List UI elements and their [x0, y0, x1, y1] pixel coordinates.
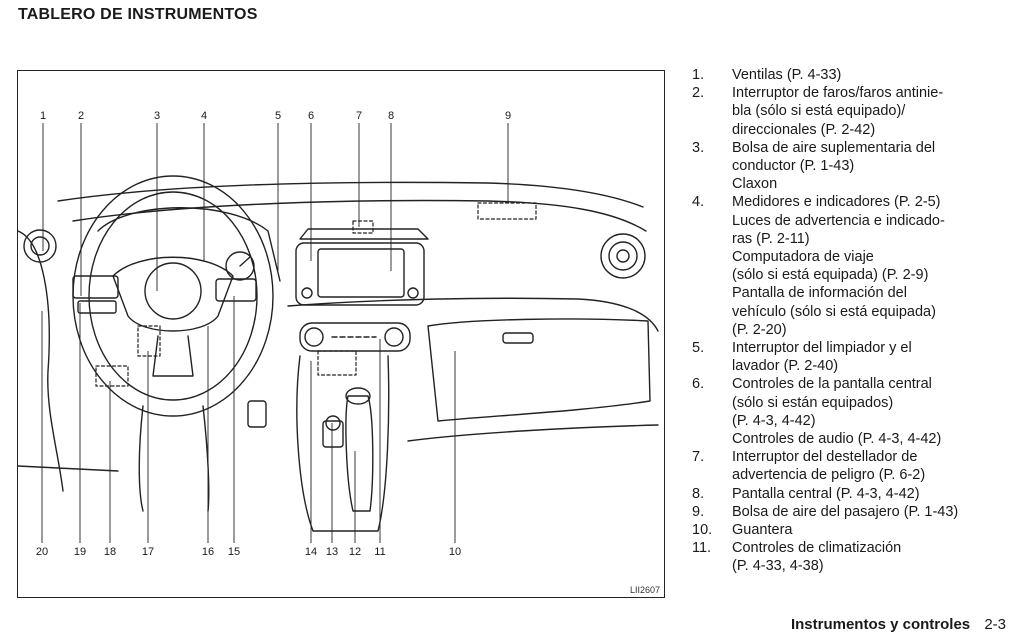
steering-hub [112, 256, 234, 332]
gauge-right [225, 251, 255, 281]
legend-item-text: Computadora de viaje [732, 249, 874, 266]
dashboard-illustration: 1 2 3 4 5 6 7 8 9 20 19 18 17 16 15 14 1… [17, 70, 665, 598]
legend-item-text: conductor (P. 1-43) [732, 158, 855, 175]
legend-item-number: 2. [692, 85, 705, 102]
figure-code: LII2607 [629, 585, 660, 595]
callout-16: 16 [202, 546, 214, 558]
legend-item-text: Medidores e indicadores (P. 2-5) [732, 194, 941, 211]
page-footer: Instrumentos y controles 2-3 [791, 616, 1006, 633]
dash-upper-edge [72, 199, 647, 232]
legend-item: 8. Pantalla central (P. 4-3, 4-42) [692, 485, 1012, 503]
callout-18: 18 [104, 546, 116, 558]
callout-11: 11 [374, 546, 385, 558]
legend-item-text: Bolsa de aire del pasajero (P. 1-43) [732, 503, 959, 520]
callout-17: 17 [142, 546, 154, 558]
dashboard-drawing: 1 2 3 4 5 6 7 8 9 20 19 18 17 16 15 14 1… [18, 110, 659, 558]
legend-item: 10. Guantera [692, 521, 1012, 539]
right-vent [600, 233, 646, 279]
steering-wheel-inner [88, 191, 258, 401]
legend-item-text: Pantalla central (P. 4-3, 4-42) [732, 485, 920, 502]
legend-item-text: Interruptor del limpiador y el [732, 340, 912, 357]
callout-3: 3 [154, 110, 160, 122]
legend-item-text: bla (sólo si está equipado)/ [732, 103, 906, 120]
legend-item-number: 4. [692, 194, 705, 211]
legend-item: 6. Controles de la pantalla central(sólo … [692, 375, 1012, 448]
legend-item-text: (sólo si están equipados) [732, 394, 894, 411]
callout-14: 14 [305, 546, 317, 558]
callout-19: 19 [74, 546, 86, 558]
legend-item-text: lavador (P. 2-40) [732, 358, 839, 375]
center-display [295, 242, 425, 306]
legend-item: 9. Bolsa de aire del pasajero (P. 1-43) [692, 503, 1012, 521]
legend-item: 11. Controles de climatización(P. 4-33, 4… [692, 539, 1012, 575]
callout-5: 5 [275, 110, 281, 122]
legend-item-text: (P. 4-33, 4-38) [732, 558, 824, 575]
legend-item-number: 10. [692, 522, 713, 539]
callout-20: 20 [36, 546, 48, 558]
steering-wheel-outer [72, 175, 274, 417]
legend-item-text: Luces de advertencia e indicado- [732, 212, 945, 229]
legend-item-text: Controles de audio (P. 4-3, 4-42) [732, 431, 942, 448]
legend-item-text: Guantera [732, 522, 793, 539]
dash-lower-edge [287, 297, 659, 332]
legend-item-text: Ventilas (P. 4-33) [732, 67, 842, 83]
legend-item-text: Pantalla de información del [732, 285, 907, 302]
legend-item-number: 1. [692, 67, 705, 83]
callout-13: 13 [326, 546, 338, 558]
callout-8: 8 [388, 110, 394, 122]
legend-item-text: (P. 4-3, 4-42) [732, 412, 816, 429]
callout-6: 6 [308, 110, 314, 122]
legend-item-text: Interruptor de faros/faros antinie- [732, 85, 944, 102]
legend-item-number: 5. [692, 340, 705, 357]
start-button [325, 415, 341, 431]
callout-12: 12 [349, 546, 361, 558]
climate-panel [299, 322, 411, 352]
callout-2: 2 [78, 110, 84, 122]
steering-column [138, 405, 210, 512]
legend-item-number: 3. [692, 139, 705, 156]
legend-item-text: advertencia de peligro (P. 6-2) [732, 467, 926, 484]
legend-item-text: Controles de climatización [732, 540, 902, 557]
legend-item: 3. Bolsa de aire suplementaria del conduct… [692, 139, 1012, 194]
glovebox [427, 318, 651, 422]
legend-list: 1. Ventilas (P. 4-33) 2. Interruptor de far… [692, 66, 1012, 576]
legend-item: 1. Ventilas (P. 4-33) [692, 66, 1012, 84]
callout-10: 10 [449, 546, 461, 558]
legend-item-number: 7. [692, 449, 705, 466]
legend-item-number: 9. [692, 503, 705, 520]
legend-item: 2. Interruptor de faros/faros antinie-bla… [692, 84, 1012, 139]
legend-item-number: 11. [692, 540, 712, 557]
legend-item-text: vehículo (sólo si está equipada) [732, 303, 936, 320]
legend-item-text: (P. 2-20) [732, 321, 787, 338]
left-vent [23, 229, 57, 263]
callout-1: 1 [40, 110, 46, 122]
callout-4: 4 [201, 110, 207, 122]
legend-item-text: Interruptor del destellador de [732, 449, 918, 466]
callout-15: 15 [228, 546, 240, 558]
legend-item-text: (sólo si está equipada) (P. 2-9) [732, 267, 929, 284]
legend-item-text: Bolsa de aire suplementaria del [732, 139, 936, 156]
legend-item-number: 6. [692, 376, 705, 393]
page-title: TABLERO DE INSTRUMENTOS [18, 6, 258, 23]
callout-9: 9 [505, 110, 511, 122]
gear-lever [345, 395, 374, 512]
center-console [296, 355, 390, 532]
dash-top-outline [57, 181, 644, 208]
footer-section-title: Instrumentos y controles [790, 616, 971, 633]
cluster-hood [97, 207, 281, 282]
legend-item-text: direccionales (P. 2-42) [732, 121, 876, 138]
page-number: 2-3 [984, 616, 1006, 633]
legend-item-number: 8. [692, 485, 705, 502]
legend-item-text: Controles de la pantalla central [732, 376, 932, 393]
legend-item-text: ras (P. 2-11) [732, 230, 810, 247]
callout-7: 7 [356, 110, 362, 122]
left-door [18, 230, 64, 492]
legend-item: 4. Medidores e indicadores (P. 2-5)Luces … [692, 193, 1012, 339]
legend-item-text: Claxon [732, 176, 778, 193]
